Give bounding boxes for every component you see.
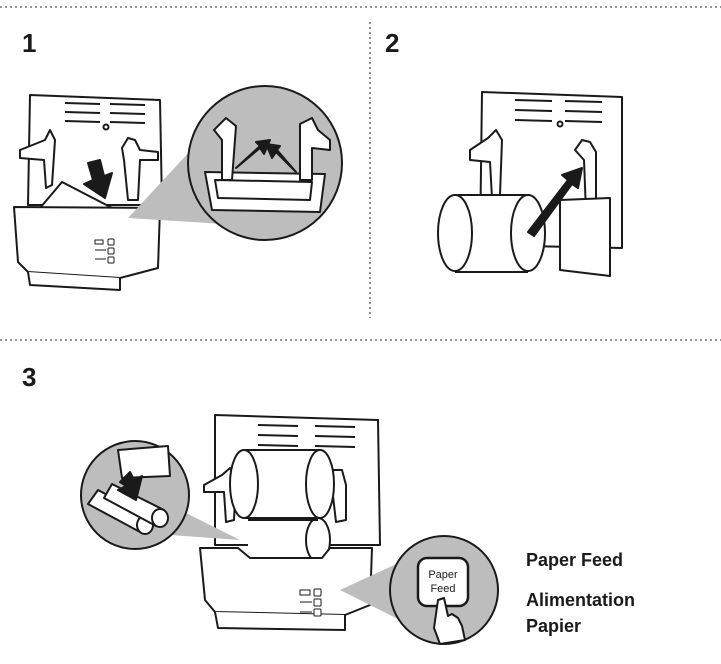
hand-pointer-icon [433,597,466,645]
magnifier-callout-icon [187,85,343,241]
step1-illustration [13,85,343,291]
right-holder-arm [121,137,159,201]
left-holder-arm [19,129,56,189]
paper-roll-body [455,195,525,272]
button-label-line2: Feed [430,583,455,595]
step2-illustration [437,91,623,277]
right-holder-arm [574,139,597,213]
step-number-2: 2 [385,28,400,58]
caption-french-line1: Alimentation [526,590,636,610]
step-number-1: 1 [22,28,37,58]
arrow-down-icon [117,471,143,501]
arrow-down-icon [235,139,271,169]
step3-illustration [80,414,499,645]
caption-french-line2: Papier [526,616,582,636]
arrow-down-icon [83,159,113,199]
arrow-down-icon [265,143,297,173]
step-number-3: 3 [22,362,37,392]
caption-english: Paper Feed [526,550,624,570]
zoom-paper-sheet [117,445,171,479]
button-label-line1: Paper [428,569,458,581]
arrow-up-icon [527,167,583,237]
paper-roll-left-end [437,194,473,272]
printer-tray [199,547,373,616]
